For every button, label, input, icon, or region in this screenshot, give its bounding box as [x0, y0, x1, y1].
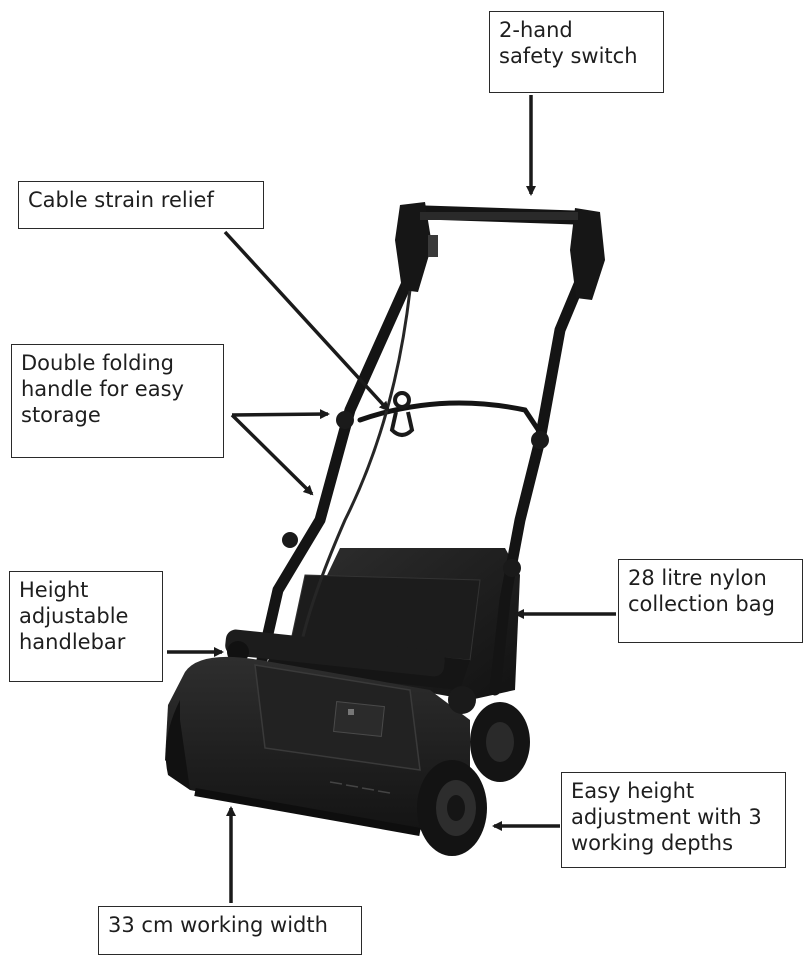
callout-collection-bag-line-2: collection bag [628, 592, 775, 616]
arrow-cable-relief [223, 230, 390, 412]
callout-height-adjustment-line-3: working depths [571, 831, 734, 855]
callout-cable-relief-line-1: Cable strain relief [28, 188, 214, 212]
callout-height-adjustment: Easy height adjustment with 3 working de… [561, 772, 786, 868]
arrow-folding-lower [230, 413, 314, 496]
callout-height-handlebar-line-1: Height [19, 578, 89, 602]
callout-collection-bag-line-1: 28 litre nylon [628, 566, 767, 590]
brand-emblem-icon [348, 709, 354, 715]
folding-knobs [282, 411, 549, 577]
cable-strain-relief [389, 391, 415, 437]
callout-working-width: 33 cm working width [98, 906, 362, 955]
arrow-folding-upper [231, 409, 330, 420]
callout-collection-bag: 28 litre nylon collection bag [618, 559, 803, 643]
callout-height-adjustment-line-2: adjustment with 3 [571, 805, 762, 829]
callout-height-handlebar: Height adjustable handlebar [9, 571, 163, 682]
callout-height-handlebar-line-3: handlebar [19, 630, 126, 654]
wheels [417, 686, 530, 856]
callout-working-width-line-1: 33 cm working width [108, 913, 328, 937]
callout-safety-switch: 2-hand safety switch [489, 11, 664, 93]
callout-height-adjustment-line-1: Easy height [571, 779, 695, 803]
safety-switch-handle [395, 202, 605, 300]
callout-cable-relief: Cable strain relief [18, 181, 264, 229]
callout-height-handlebar-line-2: adjustable [19, 604, 129, 628]
callout-safety-switch-line-2: safety switch [499, 44, 638, 68]
callout-folding-handle-line-1: Double folding [21, 351, 174, 375]
annotation-arrows [167, 95, 616, 903]
machine-body [165, 656, 470, 836]
callout-folding-handle-line-3: storage [21, 403, 101, 427]
callout-folding-handle-line-2: handle for easy [21, 377, 184, 401]
brand-plate [333, 701, 385, 737]
callout-safety-switch-line-1: 2-hand [499, 18, 573, 42]
callout-folding-handle: Double folding handle for easy storage [11, 344, 224, 458]
